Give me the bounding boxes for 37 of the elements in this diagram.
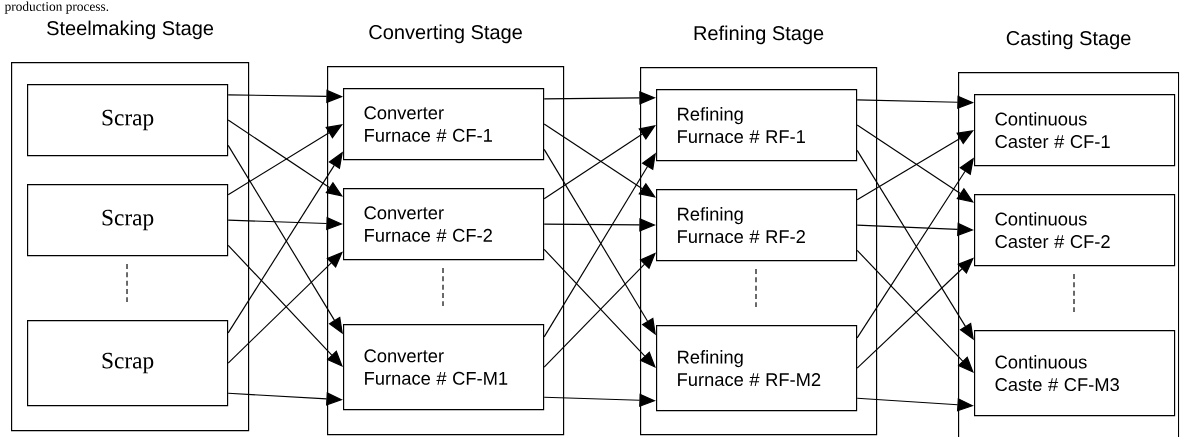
stage-box xyxy=(11,20,250,432)
box-text: Converter Furnace # CF-2 xyxy=(364,206,492,242)
process-box xyxy=(656,89,858,162)
box-text: Continuous Caste # CF-M3 xyxy=(995,355,1119,392)
stage-box xyxy=(640,25,878,436)
process-box xyxy=(974,194,1176,267)
process-box xyxy=(343,188,545,261)
stage-heading: Casting Stage xyxy=(1006,30,1131,50)
process-box xyxy=(656,189,858,262)
process-box xyxy=(27,320,229,407)
process-box xyxy=(27,184,229,257)
stage-box xyxy=(327,24,565,436)
stage-heading: Steelmaking Stage xyxy=(47,20,214,40)
arrow xyxy=(227,216,343,231)
process-box xyxy=(974,330,1176,417)
box-text: Scrap xyxy=(102,209,154,231)
stage-heading: Refining Stage xyxy=(694,25,824,45)
box-text: Scrap xyxy=(102,109,154,131)
box-text: Converter Furnace # CF-M1 xyxy=(364,349,508,385)
arrow xyxy=(543,218,656,232)
box-text: Refining Furnace # RF-M2 xyxy=(678,350,821,387)
box-text: Refining Furnace # RF-1 xyxy=(678,107,805,144)
box-text: Continuous Caster # CF-2 xyxy=(995,212,1110,249)
stage-heading: Converting Stage xyxy=(369,24,522,44)
box-text: Refining Furnace # RF-2 xyxy=(678,207,805,244)
box-text: Continuous Caster # CF-1 xyxy=(995,112,1110,149)
box-text: Scrap xyxy=(102,352,154,374)
process-box xyxy=(343,88,545,161)
arrow xyxy=(543,91,656,105)
process-box xyxy=(656,325,858,412)
arrow xyxy=(227,392,343,406)
caption-fragment: production process. xyxy=(4,1,109,14)
process-box xyxy=(27,84,229,157)
process-box xyxy=(974,94,1176,167)
process-box xyxy=(343,324,545,411)
arrow xyxy=(856,397,974,412)
box-text: Converter Furnace # CF-1 xyxy=(364,106,492,142)
